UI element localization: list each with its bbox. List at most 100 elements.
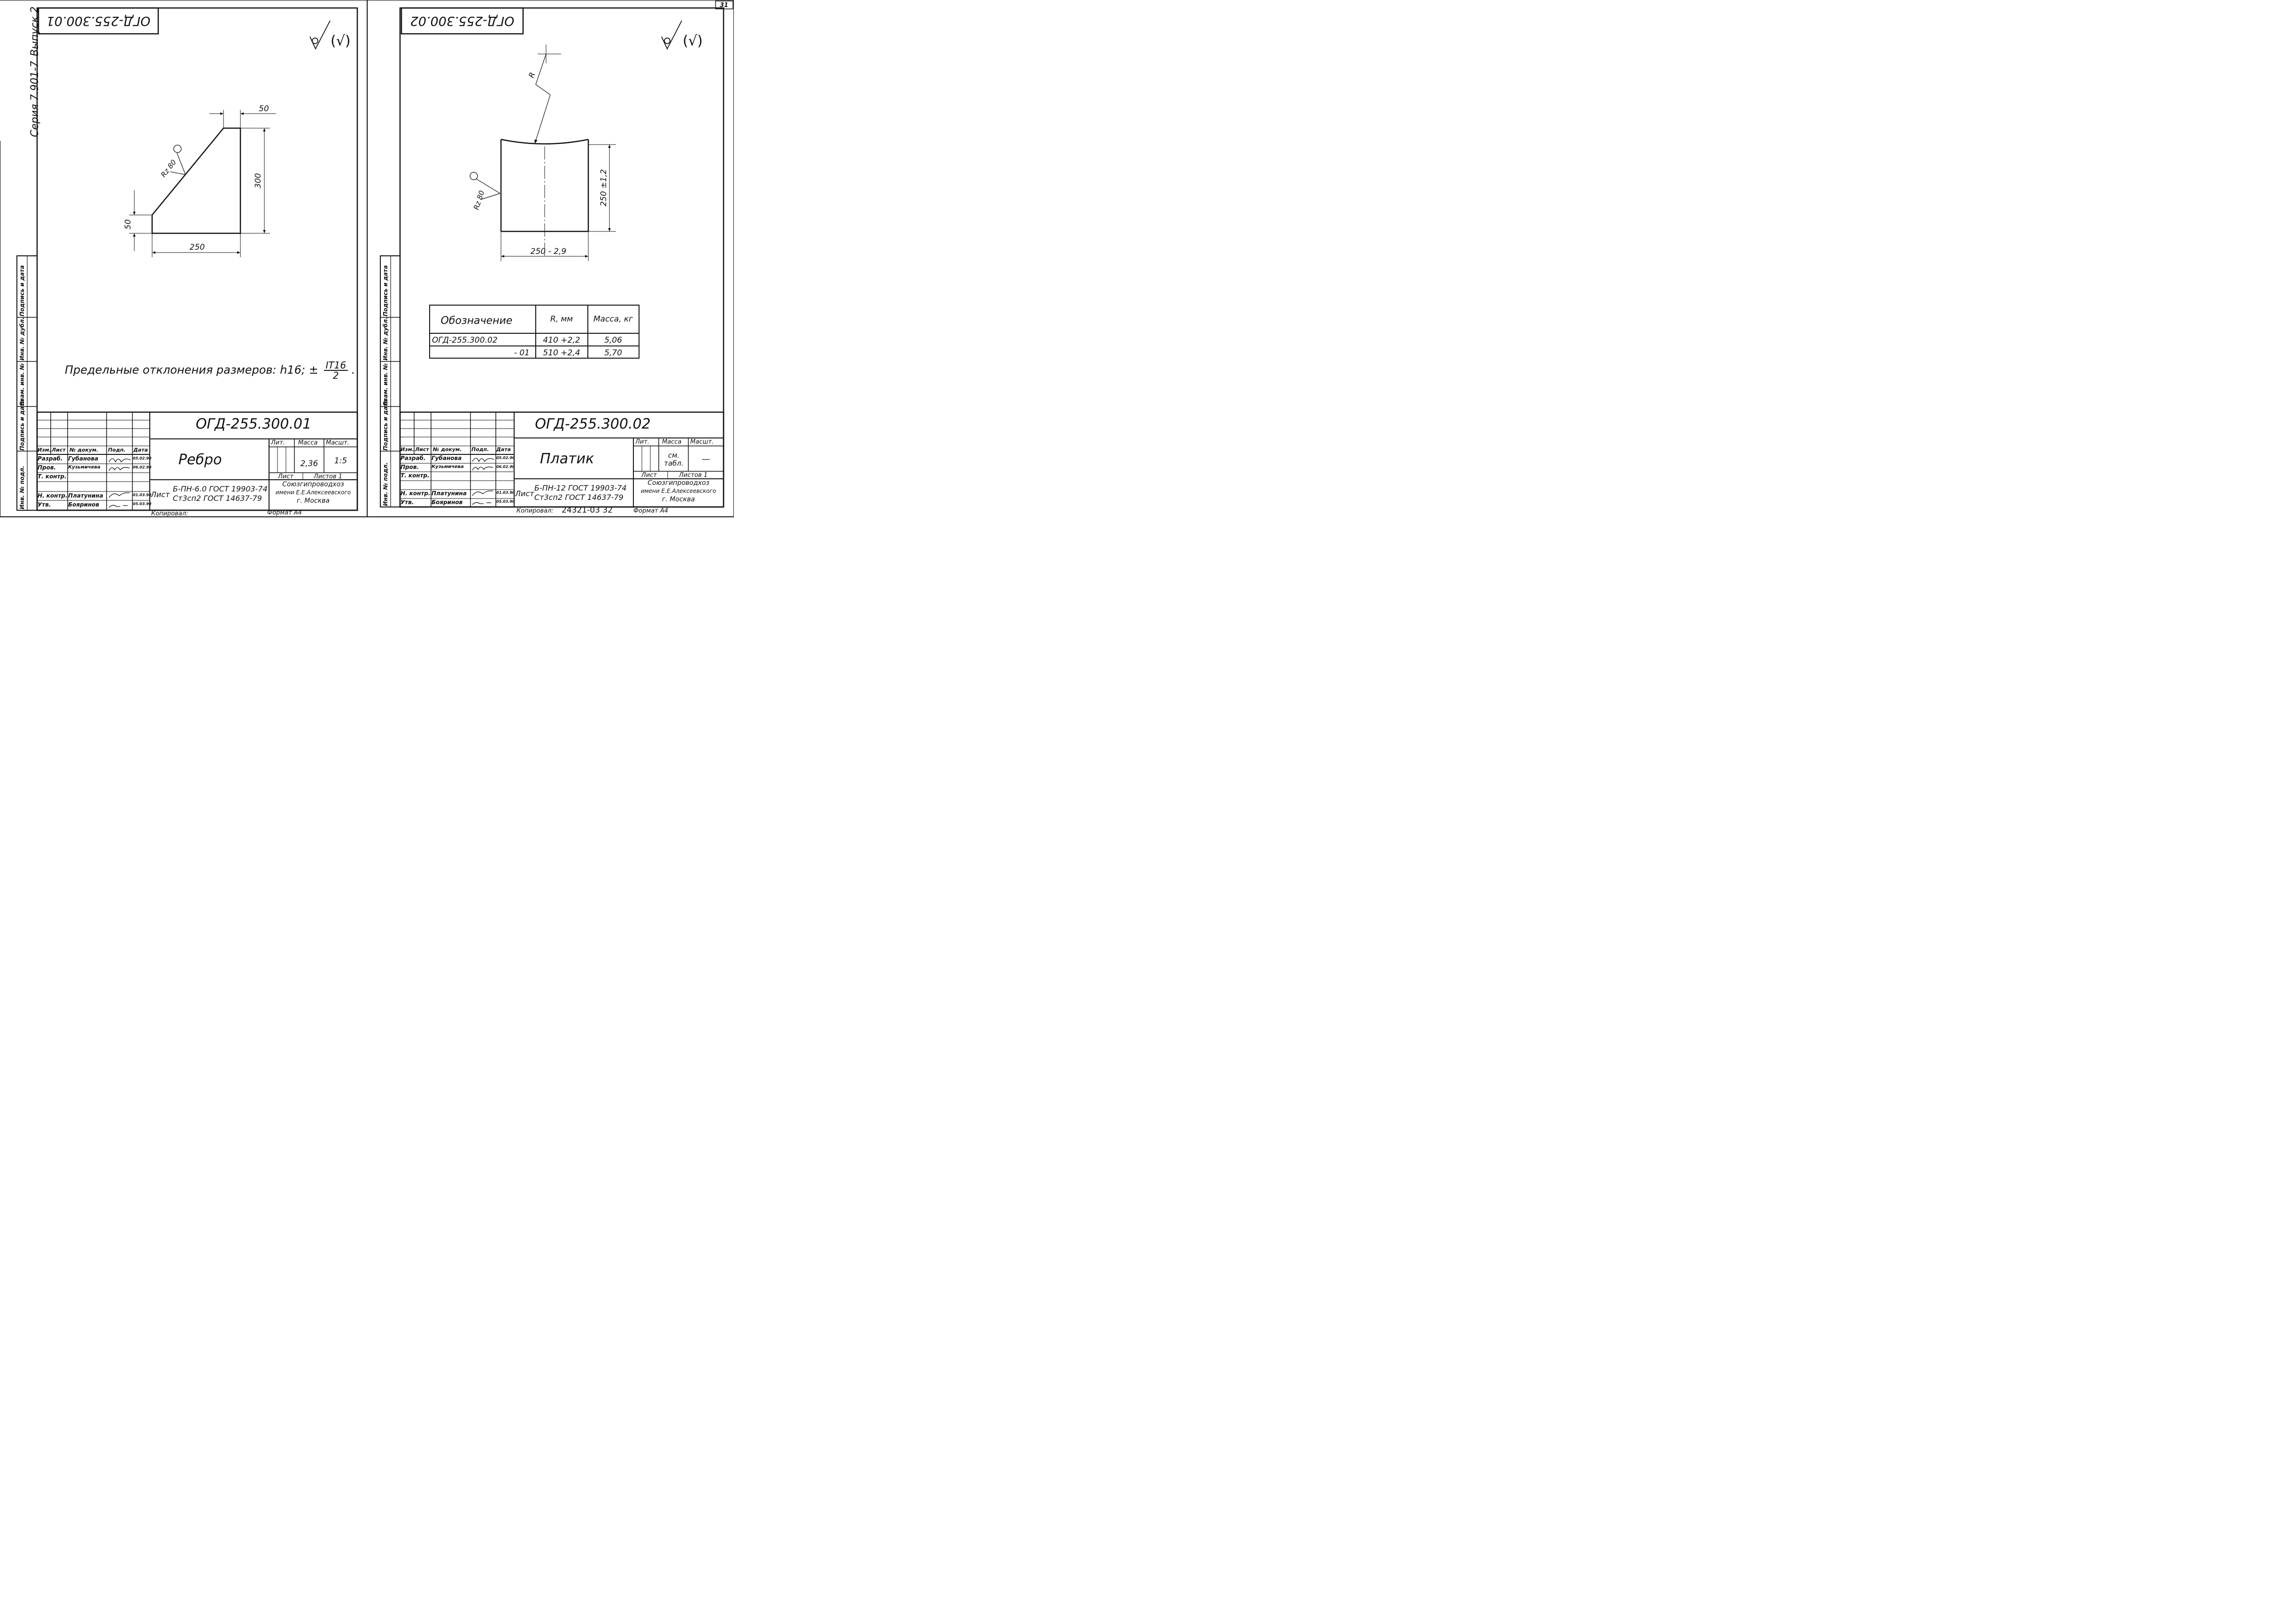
role-developer-right: Разраб. [401,455,426,461]
org-line1-left: Союзгипроводхоз [282,481,344,488]
lit-header-right: Лит. [635,438,649,445]
date-approved-right: 05.03.90 [496,499,515,504]
drawing-canvas: 31 50 [0,0,734,517]
plate-part-drawing [470,45,616,261]
org-line2-right: имени Е.Е.Алексеевского [640,488,717,494]
name-developer-right: Губанова [431,455,462,461]
dim-left-height: 50 [123,219,133,230]
corner-code-right: ОГД-255.300.02 [410,14,515,28]
material-prefix-right: Лист [515,489,534,498]
hdr-list-right: Лист [415,446,429,453]
stamp-label-right-4: Инв. № дубл. [382,317,389,361]
scale-header-left: Масшт. [326,439,349,446]
cell-r2-mass: 5,70 [604,348,622,358]
rz-label-left: Rz 80 [159,158,178,179]
hdr-date-left: Дата [133,447,148,453]
role-approved-left: Утв. [38,501,51,508]
stamp-label-1: Инв. № подл. [19,466,25,509]
title-block-grid-right [399,411,724,508]
stamp-label-right-1: Инв. № подл. [382,462,389,506]
dim-top-width: 50 [259,104,269,114]
stamp-label-right-3: Взам. инв. № [382,363,389,406]
hdr-doc-left: № докум. [69,447,99,453]
date-developer-right: 05.02.90 [496,456,515,460]
stamp-label-5: Подпись и дата [19,265,25,316]
corner-code-left: ОГД-255.300.01 [46,14,151,28]
org-line1-right: Союзгипроводхоз [647,479,709,487]
title-block-grid-left [36,411,358,511]
copied-value-right: 24321-03 32 [562,506,613,515]
cell-r2-designation: - 01 [514,348,530,358]
format-label-right: Формат А4 [633,507,669,514]
page-frame [0,0,734,517]
col-radius: R, мм [550,315,573,324]
role-developer-left: Разраб. [38,455,63,462]
tolerance-note-text: Предельные отклонения размеров: h16; ± [65,363,318,376]
name-approved-right: Бояринов [431,499,463,506]
role-approved-right: Утв. [401,499,414,506]
part-name-left: Ребро [178,452,222,468]
doc-code-right: ОГД-255.300.02 [535,416,651,432]
role-ncontrol-left: Н. контр. [38,492,68,499]
role-ncontrol-right: Н. контр. [401,490,431,497]
hdr-doc-right: № докум. [433,446,462,453]
page-number: 31 [720,2,728,9]
name-checker-right: Кузьмичева [431,464,464,469]
series-label: Серия 7.901-7 [29,61,41,137]
cell-r2-radius: 510 +2,4 [543,348,580,358]
date-approved-left: 05.03.90 [133,502,152,506]
scale-value-left: 1:5 [334,456,347,466]
hdr-sign-left: Подп. [108,447,126,453]
date-ncontrol-right: 01.03.90 [496,491,515,495]
rib-part-drawing [129,110,276,257]
scale-header-right: Масшт. [690,438,714,445]
format-label-left: Формат А4 [267,509,302,516]
lit-header-left: Лит. [271,439,285,446]
hdr-date-right: Дата [496,446,511,453]
sheet-label-left: Лист [278,473,293,480]
date-ncontrol-left: 01.03.90 [133,493,152,497]
date-checker-left: 06.02.90 [133,465,152,469]
copied-label-left: Копировал: [151,510,188,517]
rz-label-right: Rz 80 [472,190,486,211]
material-line2-right: Ст3сп2 ГОСТ 14637-79 [534,493,624,502]
material-prefix-left: Лист [151,490,170,499]
material-line1-left: Б-ПН-6.0 ГОСТ 19903-74 [173,484,268,493]
tolerance-note: Предельные отклонения размеров: h16; ± I… [65,360,355,381]
rib-dimension-labels: 50 300 50 250 Rz 80 [123,104,269,252]
name-ncontrol-left: Платунина [68,492,103,499]
page-number-box: 31 [715,0,733,9]
cell-r1-designation: ОГД-255.300.02 [432,336,498,345]
tolerance-denominator: 2 [332,370,339,381]
org-line2-left: имени Е.Е.Алексеевского [275,489,351,496]
mass-value-right: см. табл. [664,451,684,468]
col-mass: Масса, кг [593,315,633,324]
role-checker-right: Пров. [401,464,419,470]
mass-value-left: 2,36 [300,459,318,468]
variants-table-text: Обозначение R, мм Масса, кг ОГД-255.300.… [432,315,633,358]
doc-code-left: ОГД-255.300.01 [195,416,312,432]
dim-base-width: 250 [190,243,205,252]
copied-label-right: Копировал: [516,507,554,514]
stamp-label-4: Инв. № дубл. [19,317,25,361]
hdr-list-left: Лист [52,447,66,453]
name-ncontrol-right: Платунина [431,490,467,497]
org-line3-right: г. Москва [662,496,695,503]
date-checker-right: 06.02.90 [496,465,515,469]
general-roughness-right [661,20,682,50]
cell-r1-radius: 410 +2,2 [543,336,580,345]
org-line3-left: г. Москва [297,497,330,505]
general-roughness-left [309,20,331,50]
sheets-label-right: Листов 1 [679,472,708,479]
signatures [108,458,494,508]
tolerance-fraction: IT16 2 [324,361,348,380]
dim-radius: R [527,71,537,79]
cell-r1-mass: 5,06 [604,336,622,345]
stamp-label-2: Подпись и дата [19,399,25,451]
dim-height: 300 [254,173,263,188]
material-line1-right: Б-ПН-12 ГОСТ 19903-74 [534,483,627,492]
sheets-label-left: Листов 1 [314,473,342,480]
date-developer-left: 05.02.90 [133,456,152,460]
stamp-label-right-5: Подпись и дата [382,265,389,316]
hdr-izm-left: Изм. [38,447,51,453]
